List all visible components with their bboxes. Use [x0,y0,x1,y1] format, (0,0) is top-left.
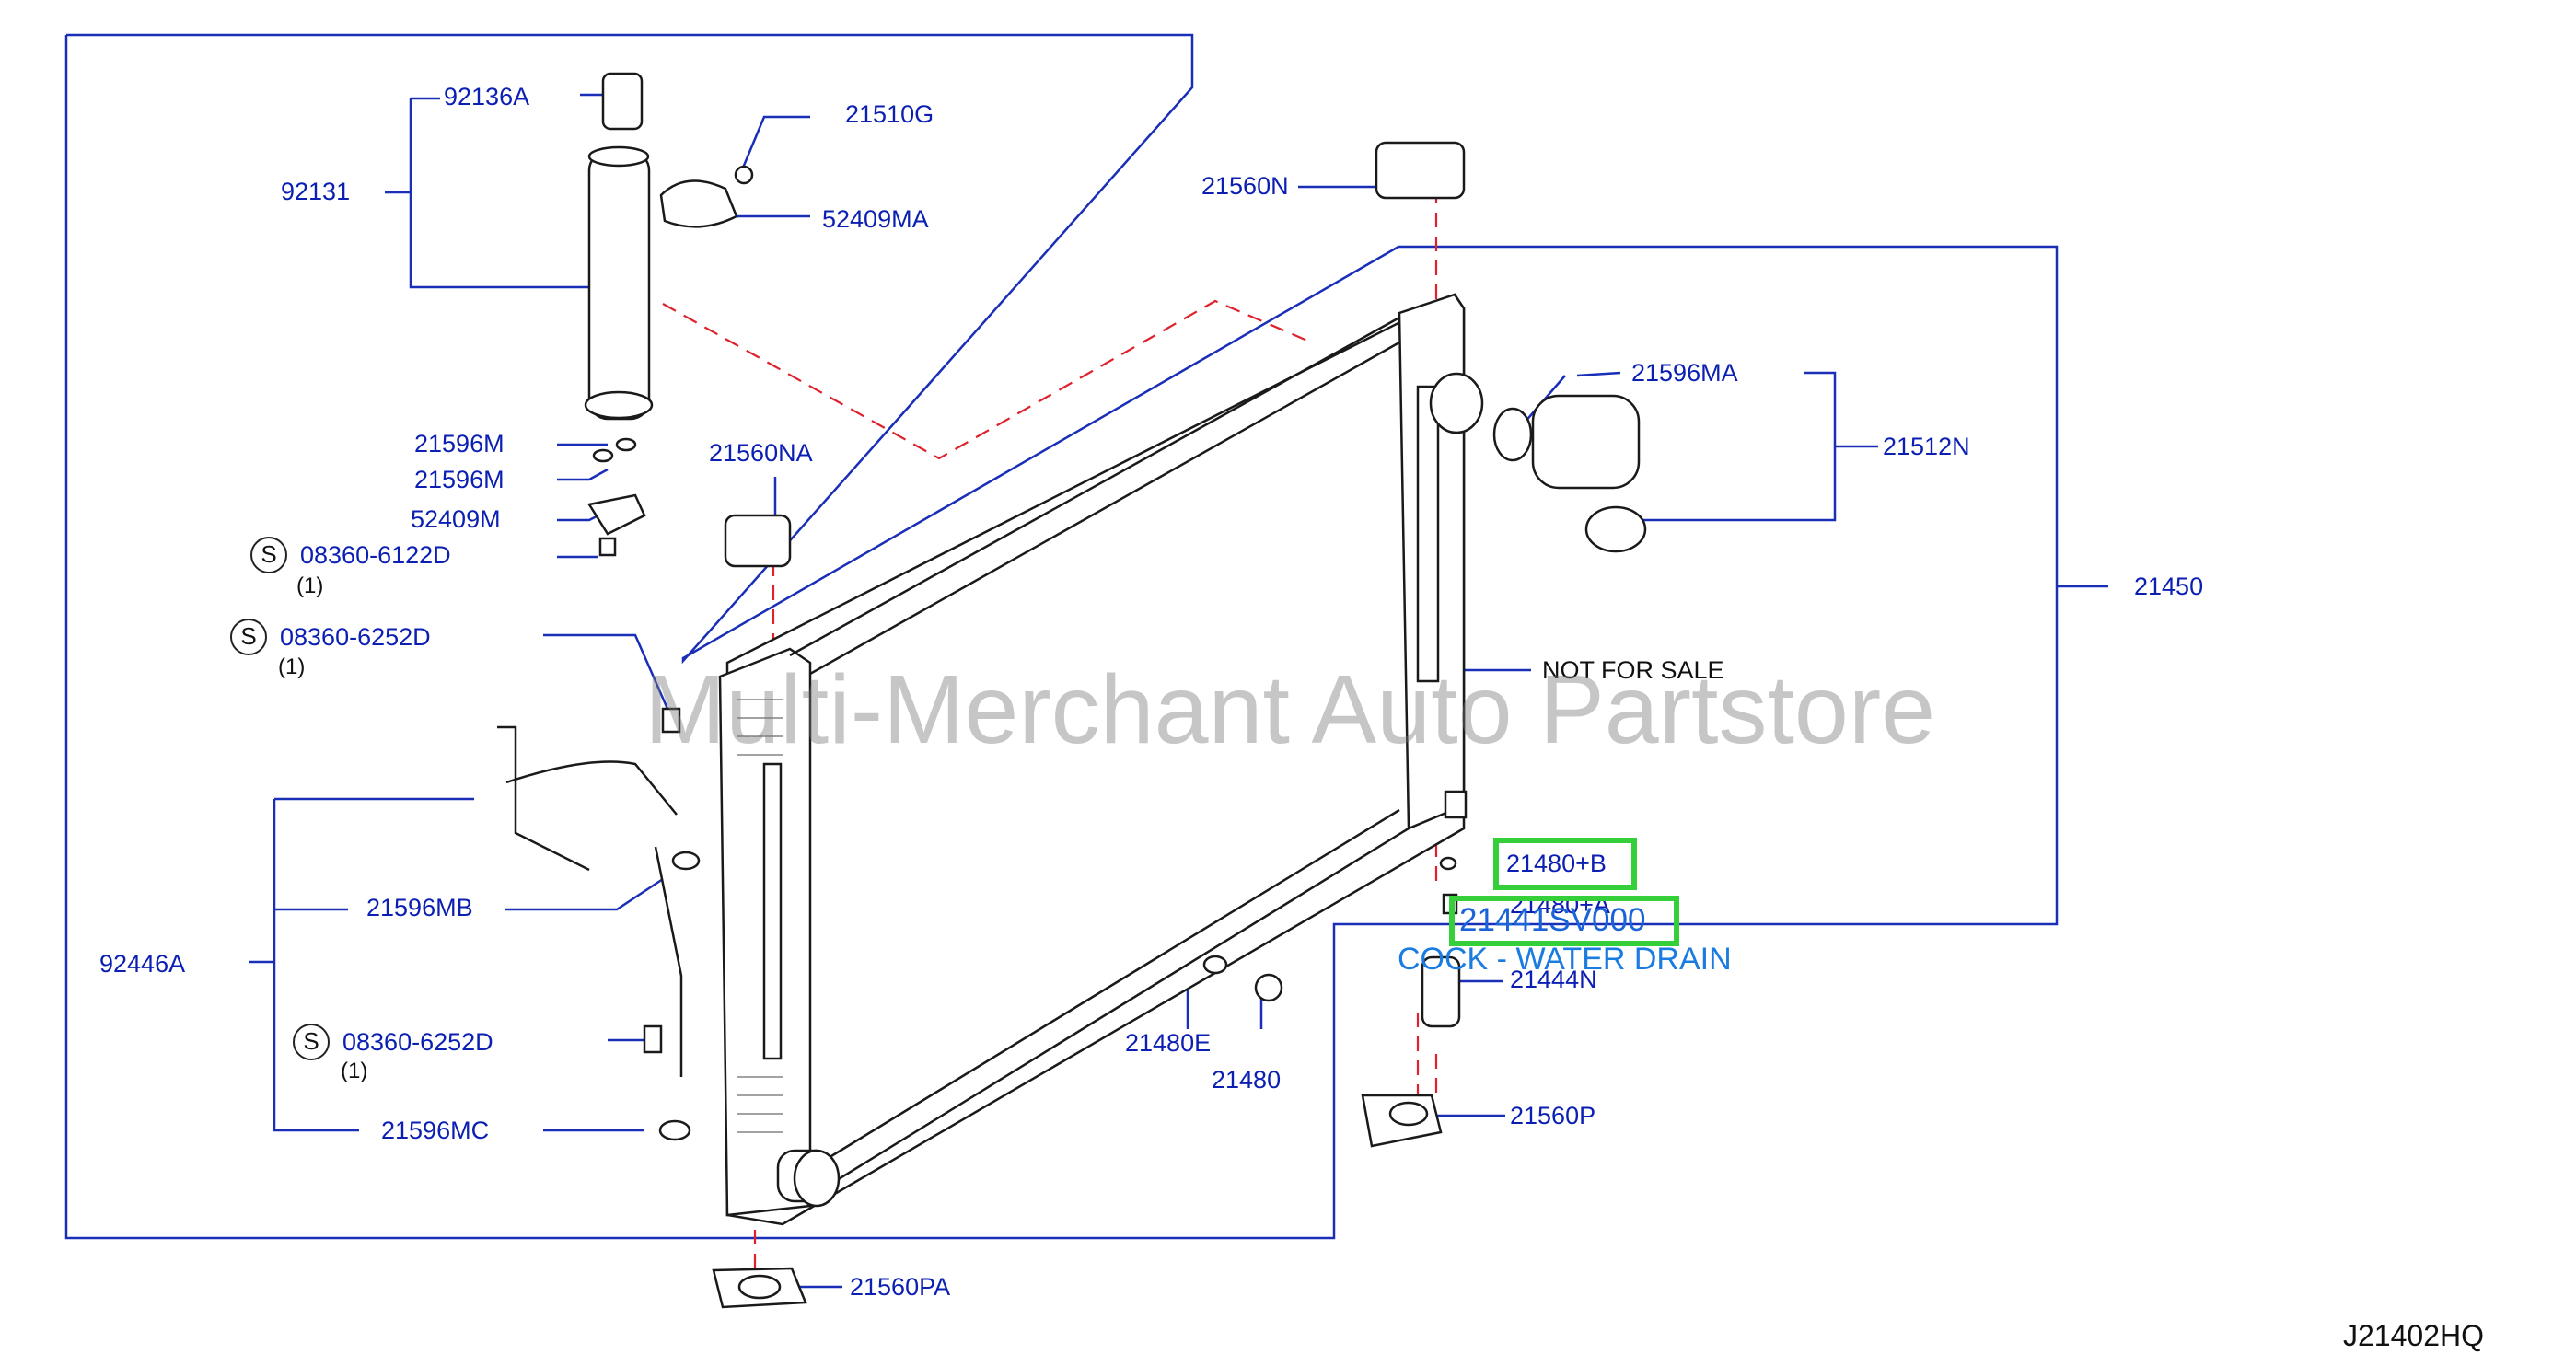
upper-hose-inlet [1429,372,1484,434]
bolt-08360-6252D-2 [643,1024,663,1054]
standard-part-marker-3: S [293,1024,330,1060]
part-label-21450: 21450 [2134,573,2204,600]
standard-part-marker-2: S [230,619,267,655]
bolt-21510G [734,165,754,185]
part-label-21560PA: 21560PA [850,1273,951,1301]
oil-cooler-hose-92446A [505,760,678,816]
drain-tube-21444N [1421,955,1461,1028]
water-outlet-21512N [1531,394,1641,490]
oring-21596M-1 [615,437,637,452]
highlighted-part-number[interactable]: 21441SV000 [1459,902,1646,938]
mount-21560NA [724,514,792,568]
part-label-92446A: 92446A [99,950,186,978]
part-label-21596MB: 21596MB [366,894,473,921]
part-label-21512N: 21512N [1883,433,1970,460]
part-label-52409M: 52409M [411,505,501,533]
part-label-92136A: 92136A [444,83,530,110]
drain-plug-21480 [1254,973,1283,1002]
receiver-tank-92131 [587,150,651,421]
part-label-21480B: 21480+B [1506,850,1607,877]
part-label-21510G: 21510G [845,100,934,128]
part-label-21596M-2: 21596M [414,466,505,493]
not-for-sale-note: NOT FOR SALE [1542,656,1724,684]
quantity-3: (1) [341,1059,368,1083]
bracket-52409MA [659,179,738,228]
quantity-2: (1) [278,654,306,679]
part-label-21596M-1: 21596M [414,430,505,457]
part-label-21480: 21480 [1212,1066,1282,1094]
outer-group-box [64,33,2059,1240]
radiator-fins [737,699,783,1133]
bracket-52409M [586,493,646,536]
part-label-08360-6252D-2: 08360-6252D [342,1028,493,1056]
sensor-92136A [601,72,644,131]
part-label-21560P: 21560P [1510,1102,1596,1129]
gasket-21596MA [1492,407,1533,462]
highlight-box-part-number [1449,896,1679,946]
part-label-21560N: 21560N [1201,172,1289,200]
oring-21596MC [658,1119,691,1141]
washer-21480E [1202,955,1228,975]
part-label-21444N: 21444N [1510,966,1597,993]
part-label-08360-6122D-1: 08360-6122D [300,541,451,569]
mount-21560N [1375,141,1466,200]
diagram-code: J21402HQ [2343,1319,2484,1352]
part-label-08360-6252D-1: 08360-6252D [280,623,431,651]
part-label-92131: 92131 [281,178,351,205]
part-label-21596MA: 21596MA [1631,359,1738,387]
part-label-21480E: 21480E [1125,1029,1212,1057]
quantity-1: (1) [296,573,324,598]
bolt-08360-6122D [598,537,617,557]
group-boxes [64,33,2059,1240]
part-label-21560NA: 21560NA [709,439,813,467]
highlighted-part-description: COCK - WATER DRAIN [1398,942,1732,977]
part-label-21596MC: 21596MC [381,1117,490,1144]
part-label-52409MA: 52409MA [822,205,929,233]
oring-21596M-2 [592,448,614,463]
radiator-core [718,293,1484,1226]
watermark-text: Multi-Merchant Auto Partstore [644,655,1936,764]
standard-part-marker-1: S [250,537,287,573]
bolt-08360-6252D-1 [661,707,681,734]
washer-21480B [1439,856,1457,871]
highlight-box-21480B [1493,838,1637,890]
oring-21596MB [671,851,701,871]
